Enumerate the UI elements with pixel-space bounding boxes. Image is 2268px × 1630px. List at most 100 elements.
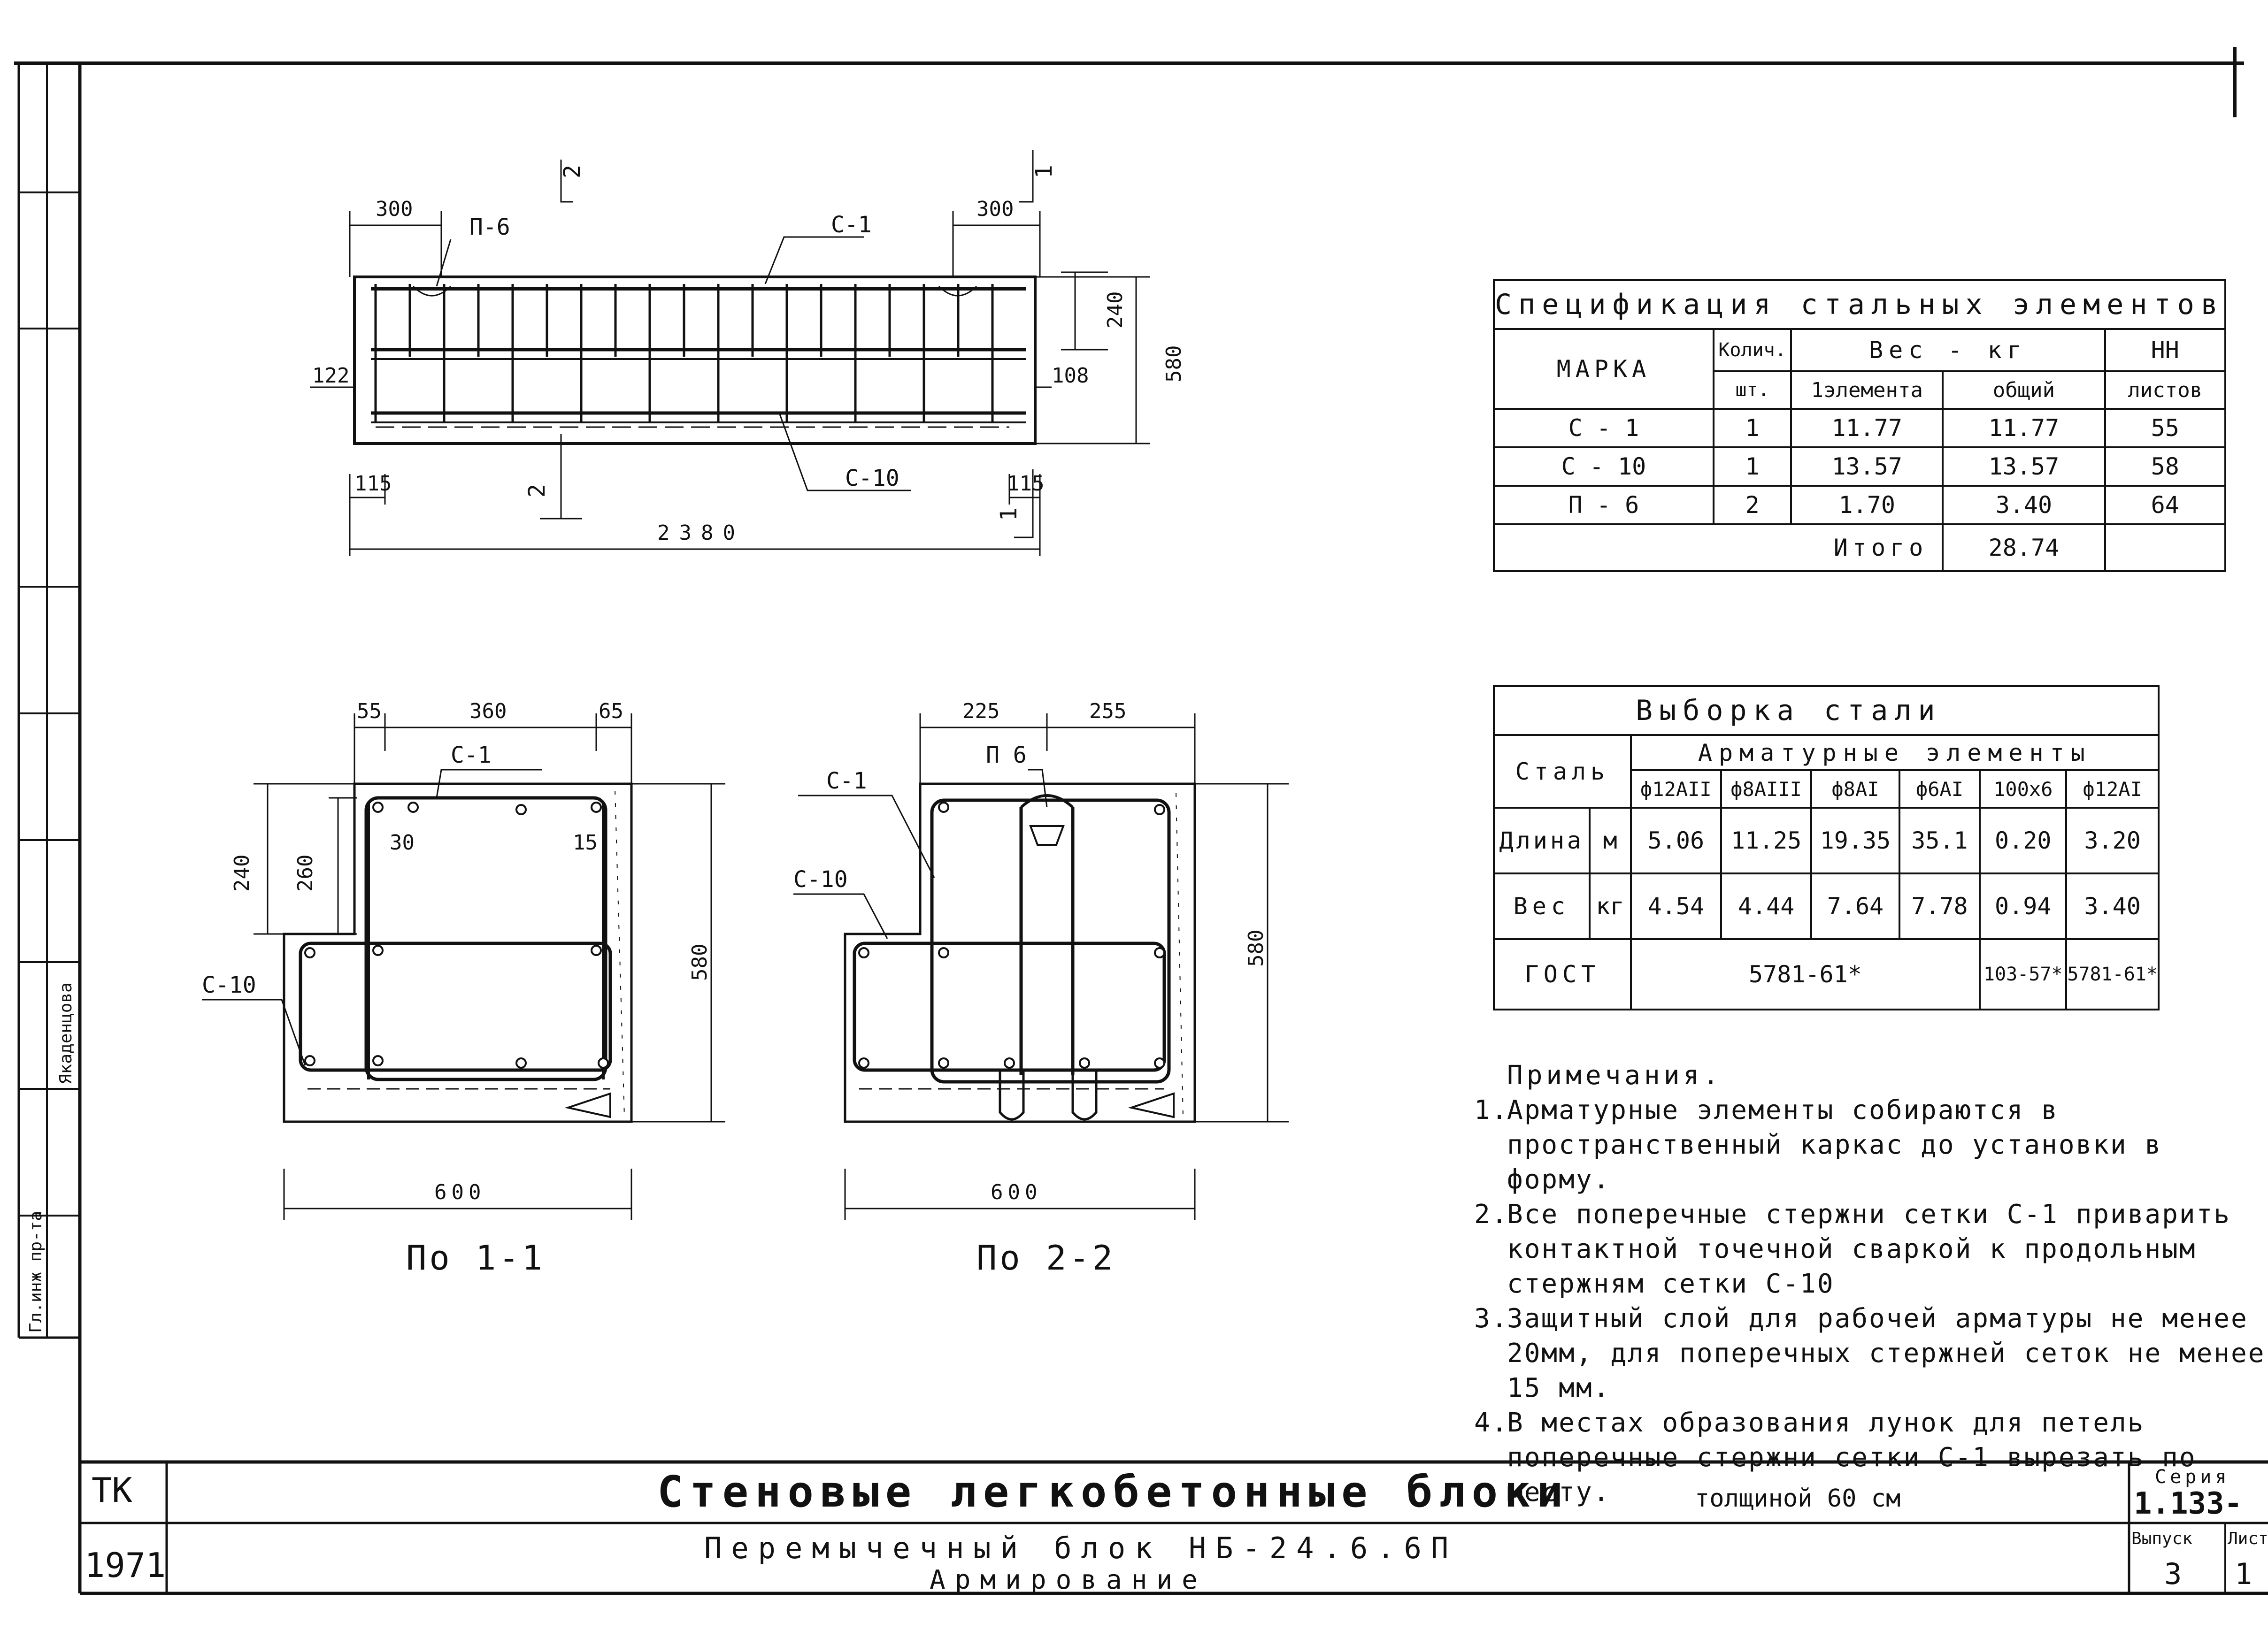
steel-cell: 3.40 [2065,872,2160,940]
table-row: Длина м 5.06 11.25 19.35 35.1 0.20 3.20 [1493,807,2160,874]
plan-section-2-top: 2 [559,165,585,178]
sec2-dim-600: 600 [991,1180,1042,1204]
spec-cell: 1.70 [1790,485,1944,525]
plan-section-2-bottom: 2 [524,484,550,497]
steel-cell: 35.1 [1898,807,1981,874]
rebar-section-dot [598,1057,609,1069]
stamp-series-label: Серия [2155,1466,2230,1488]
plan-dim-115-left: 115 [354,472,392,496]
spec-cell: 13.57 [1942,446,2106,487]
note-number: 3. [1474,1303,1509,1334]
stamp-series-value: 1.133- [2134,1486,2242,1521]
rebar-section-dot [372,945,384,956]
stamp-title-sub: толщиной 60 см [1695,1485,1900,1513]
sec1-dim-600: 600 [434,1180,485,1204]
steel-weight-unit: кг [1588,872,1632,940]
rebar-section-dot [1154,804,1165,815]
spec-cell: 11.77 [1942,408,2106,448]
plan-section-1-bottom: 1 [996,507,1022,521]
rebar-section-dot [591,802,602,813]
sec1-dim-580: 580 [688,944,712,981]
steel-col-header: ф6АI [1898,769,1981,809]
plan-dim-115-right: 115 [1007,472,1044,496]
stamp-tk: ТК [92,1470,132,1510]
plan-label-c10: С-10 [845,465,900,491]
table-row: ГОСТ 5781-61* 103-57* 5781-61* [1493,938,2160,1010]
steel-gost-label: ГОСТ [1493,938,1632,1010]
spec-cell: 13.57 [1790,446,1944,487]
sidebar-role-chief-engineer: Гл.инж пр-та [26,1211,46,1333]
sec1-dim-55: 55 [357,699,382,723]
stamp-issue-label: Выпуск [2131,1529,2192,1548]
stamp-subtitle-reinforcement: Армирование [930,1565,1207,1595]
steel-cell: 3.20 [2065,807,2160,874]
plan-dim-108: 108 [1052,364,1089,388]
plan-dim-240: 240 [1103,291,1127,329]
rebar-section-dot [372,802,384,813]
stamp-year: 1971 [85,1546,166,1585]
sec2-label-c1: С-1 [826,768,867,794]
spec-cell: 64 [2104,485,2226,525]
rebar-section-dot [938,802,949,813]
spec-cell: 58 [2104,446,2226,487]
notes-title: Примечания. [1507,1060,1722,1091]
table-row: Вес кг 4.54 4.44 7.64 7.78 0.94 3.40 [1493,872,2160,940]
spec-cell: 1 [1712,446,1792,487]
steel-col-header: ф8АI [1810,769,1900,809]
table-row: С - 1 1 11.77 11.77 55 [1493,408,2226,448]
note-item: 2.Все поперечные стержни сетки С-1 прива… [1474,1197,2268,1301]
sec1-dim-260: 260 [293,855,317,892]
rebar-section-dot [938,947,949,958]
sec1-label-c10: С-10 [202,972,256,998]
steel-col-header: ф12АII [1630,769,1722,809]
stamp-sheet-value: 1 [2235,1557,2252,1591]
steel-length-label: Длина [1493,807,1591,874]
note-number: 2. [1474,1199,1509,1230]
sec2-label-c10: С-10 [793,866,848,893]
rebar-section-dot [407,802,419,813]
spec-title: Спецификация стальных элементов [1493,279,2226,330]
note-text: В местах образования лунок для петель по… [1507,1408,2197,1508]
steel-gost-a: 103-57* [1979,938,2068,1010]
sec2-dim-255: 255 [1089,699,1126,723]
note-item: 3.Защитный слой для рабочей арматуры не … [1474,1301,2268,1406]
note-item: 1.Арматурные элементы собираются в прост… [1474,1093,2268,1197]
stamp-sheet-label: Лист [2228,1529,2268,1548]
note-text: Защитный слой для рабочей арматуры не ме… [1507,1303,2266,1403]
rebar-section-dot [1154,1057,1165,1069]
table-row: С - 10 1 13.57 13.57 58 [1493,446,2226,487]
sec1-dim-360: 360 [469,699,507,723]
sec1-dim-240: 240 [230,855,254,892]
spec-header-mark: МАРКА [1493,328,1714,410]
spec-header-one: 1элемента [1790,370,1944,410]
steel-col-header: 100х6 [1979,769,2068,809]
note-number: 1. [1474,1095,1509,1125]
spec-sum-empty [2104,523,2226,572]
spec-cell: 1 [1712,408,1792,448]
spec-header-qty: Колич. [1712,328,1792,372]
sec1-dim-30: 30 [390,831,415,855]
steel-length-unit: м [1588,807,1632,874]
steel-cell: 4.44 [1720,872,1813,940]
sec1-dim-15: 15 [573,831,598,855]
plan-dim-122: 122 [312,364,349,388]
steel-cell: 19.35 [1810,807,1900,874]
spec-sum-value: 28.74 [1942,523,2106,572]
steel-title: Выборка стали [1493,685,2160,736]
rebar-section-dot [515,804,527,815]
steel-cell: 0.20 [1979,807,2068,874]
sec2-dim-580: 580 [1244,930,1268,967]
rebar-section-dot [372,1055,384,1066]
sec1-dim-65: 65 [599,699,623,723]
steel-cell: 4.54 [1630,872,1722,940]
plan-dim-300-right: 300 [976,197,1014,221]
rebar-section-dot [1154,947,1165,958]
sec2-label-p6: П 6 [986,742,1027,768]
note-text: Арматурные элементы собираются в простра… [1507,1095,2162,1195]
rebar-section-dot [591,945,602,956]
sec2-dim-225: 225 [962,699,999,723]
steel-cell: 5.06 [1630,807,1722,874]
spec-cell: 2 [1712,485,1792,525]
sec1-label-c1: С-1 [451,742,492,768]
